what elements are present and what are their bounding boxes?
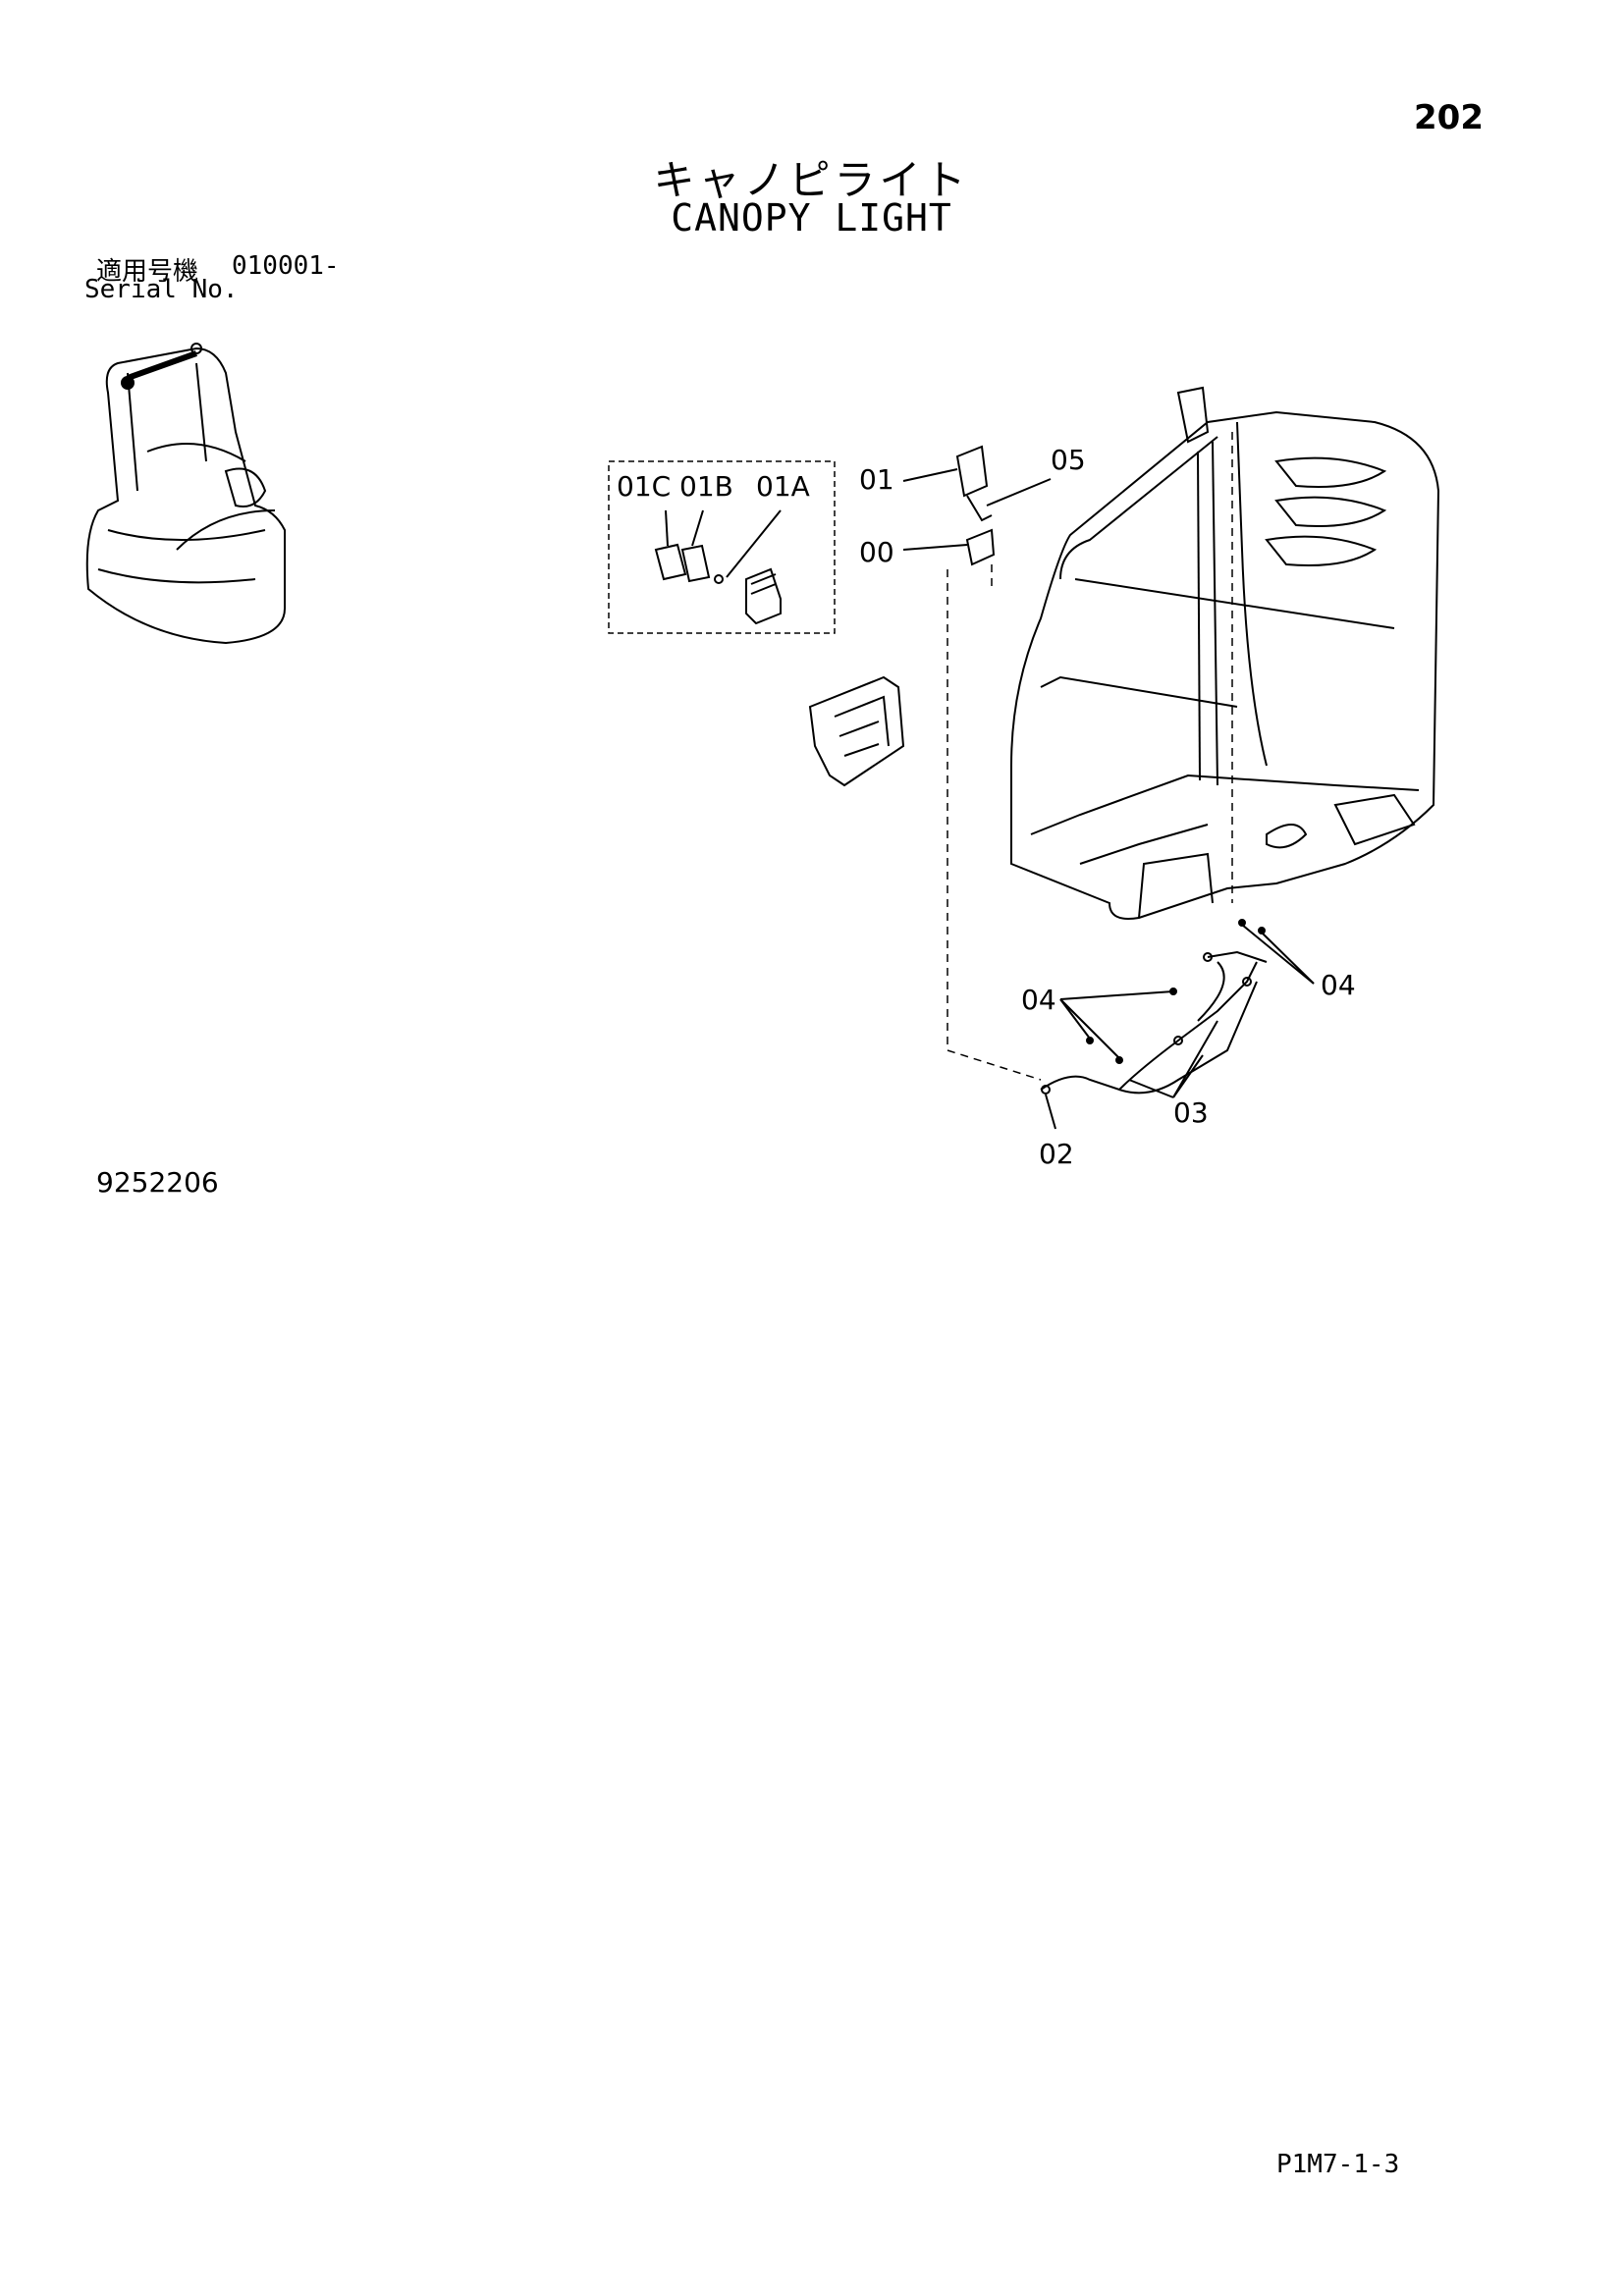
- callout-01a: 01A: [756, 470, 810, 503]
- callout-02: 02: [1039, 1138, 1074, 1170]
- canopy-light: [902, 445, 1052, 1081]
- callout-05: 05: [1051, 444, 1086, 476]
- canopy-frame: [1010, 386, 1440, 920]
- callout-01c: 01C: [617, 470, 671, 503]
- callout-01b: 01B: [679, 470, 733, 503]
- bracket-part: [808, 675, 905, 787]
- detail-box: [608, 460, 836, 634]
- page-title-jp: キャノピライト: [653, 156, 970, 204]
- page-number: 202: [1414, 98, 1484, 137]
- callout-01: 01: [859, 463, 894, 496]
- page-title-en: CANOPY LIGHT: [671, 196, 952, 240]
- drawing-number: 9252206: [96, 1166, 219, 1199]
- machine-thumbnail: [85, 343, 286, 645]
- callout-04-right: 04: [1321, 969, 1356, 1001]
- callout-00: 00: [859, 536, 894, 568]
- reference-code: P1M7-1-3: [1276, 2150, 1400, 2179]
- wire-harness: [1040, 919, 1315, 1130]
- serial-label-en: Serial No.: [84, 275, 239, 304]
- callout-03: 03: [1173, 1096, 1209, 1129]
- callout-04-left: 04: [1021, 984, 1056, 1016]
- lens-parts: [654, 509, 782, 625]
- serial-code: 010001-: [232, 251, 340, 281]
- serial-label-jp: 適用号機: [96, 257, 199, 287]
